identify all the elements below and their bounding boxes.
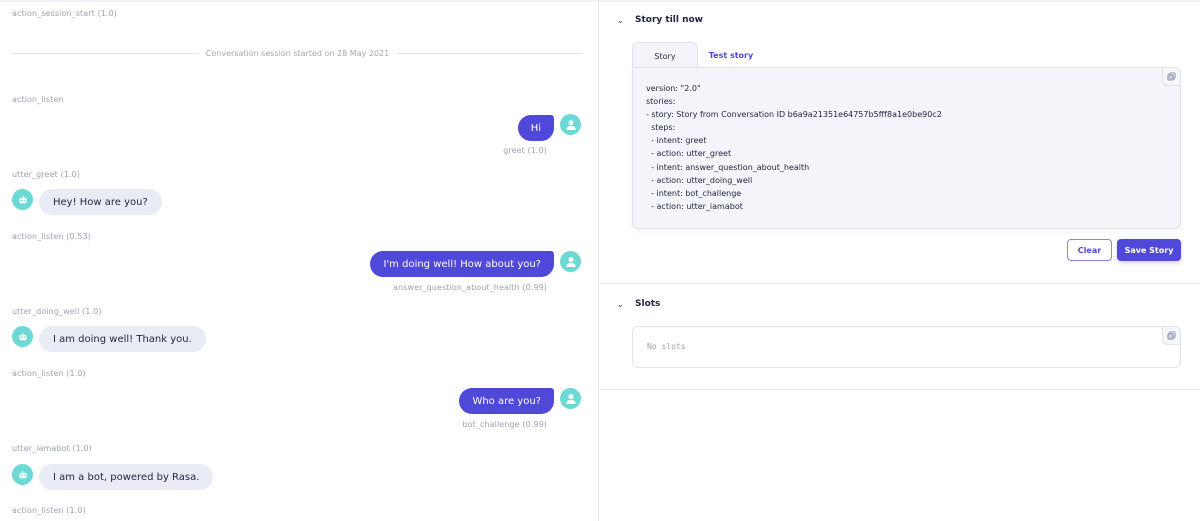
action-label: action_listen xyxy=(12,95,64,104)
chevron-down-icon: ⌄ xyxy=(617,15,624,25)
story-code-block: version: "2.0" stories: - story: Story fro… xyxy=(632,67,1181,229)
copy-story-button[interactable] xyxy=(1162,68,1180,86)
action-label: utter_doing_well (1.0) xyxy=(12,307,102,316)
divider-line xyxy=(397,52,583,54)
session-divider-text: Conversation session started on 28 May 2… xyxy=(205,48,390,58)
user-icon xyxy=(565,119,576,130)
user-icon xyxy=(565,393,576,404)
robot-icon xyxy=(19,195,26,203)
copy-icon xyxy=(1167,72,1176,81)
bot-message: I am doing well! Thank you. xyxy=(39,326,206,352)
action-label: action_listen (0.53) xyxy=(12,232,91,241)
story-section-title: Story till now xyxy=(635,15,704,25)
intent-label: answer_question_about_health (0.99) xyxy=(393,283,547,292)
chevron-down-icon: ⌄ xyxy=(617,299,624,309)
slots-section-title: Slots xyxy=(635,299,661,309)
slots-section-toggle[interactable]: ⌄ Slots xyxy=(617,299,660,309)
tab-test-story[interactable]: Test story xyxy=(708,50,754,60)
story-tabs: Story Test story xyxy=(632,42,764,69)
intent-label: bot_challenge (0.99) xyxy=(462,420,547,429)
action-label: action_listen (1.0) xyxy=(12,506,86,515)
code-line: version: "2.0" xyxy=(646,84,701,93)
code-line: steps: xyxy=(646,123,676,133)
user-avatar xyxy=(560,114,581,135)
code-line: - intent: bot_challenge xyxy=(646,188,742,198)
action-label: action_session_start (1.0) xyxy=(12,9,117,18)
copy-slots-button[interactable] xyxy=(1162,327,1180,345)
bot-message: I am a bot, powered by Rasa. xyxy=(39,464,214,490)
action-label: utter_iamabot (1.0) xyxy=(12,444,92,453)
code-line: - action: utter_greet xyxy=(646,149,732,159)
bot-avatar xyxy=(12,189,33,210)
code-line: - action: utter_iamabot xyxy=(646,201,743,211)
code-line: - story: Story from Conversation ID b6a9… xyxy=(646,110,942,120)
section-divider xyxy=(600,283,1200,284)
session-divider: Conversation session started on 28 May 2… xyxy=(12,47,583,59)
user-avatar xyxy=(560,388,581,409)
story-section-toggle[interactable]: ⌄ Story till now xyxy=(617,15,703,25)
bot-avatar xyxy=(12,464,33,485)
section-divider xyxy=(600,389,1200,390)
intent-label: greet (1.0) xyxy=(503,146,547,155)
code-line: - intent: greet xyxy=(646,136,707,146)
user-message: Hi xyxy=(517,115,554,141)
save-story-button[interactable]: Save Story xyxy=(1117,239,1181,261)
robot-icon xyxy=(19,332,26,340)
clear-button[interactable]: Clear xyxy=(1067,239,1112,261)
tab-story[interactable]: Story xyxy=(632,42,698,69)
code-line: - action: utter_doing_well xyxy=(646,175,753,185)
sidebar-panel: ⌄ Story till now Story Test story versio… xyxy=(600,0,1200,521)
bot-message: Hey! How are you? xyxy=(39,189,162,215)
story-yaml: version: "2.0" stories: - story: Story fro… xyxy=(646,82,942,213)
code-line: stories: xyxy=(646,97,676,107)
code-line: - intent: answer_question_about_health xyxy=(646,162,810,172)
robot-icon xyxy=(19,470,26,478)
user-icon xyxy=(565,256,576,267)
action-label: utter_greet (1.0) xyxy=(12,170,80,179)
divider-line xyxy=(12,52,198,54)
conversation-panel: action_session_start (1.0) Conversation … xyxy=(0,0,599,521)
user-message: I'm doing well! How about you? xyxy=(370,251,554,277)
user-avatar xyxy=(560,251,581,272)
top-edge xyxy=(0,0,1200,2)
slots-block: No slots xyxy=(632,326,1181,368)
user-message: Who are you? xyxy=(459,388,554,414)
copy-icon xyxy=(1167,331,1176,340)
action-label: action_listen (1.0) xyxy=(12,369,86,378)
no-slots-text: No slots xyxy=(647,342,686,351)
bot-avatar xyxy=(12,326,33,347)
